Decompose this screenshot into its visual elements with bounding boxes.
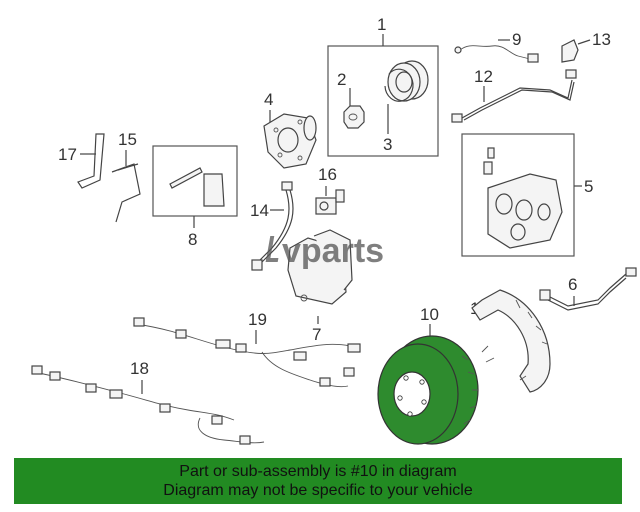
callout-17: 17	[58, 145, 77, 164]
vparts-watermark: vparts	[265, 232, 384, 271]
callout-14: 14	[250, 201, 269, 220]
callout-8: 8	[188, 230, 197, 249]
pad-pin	[169, 167, 203, 189]
callout-18: 18	[130, 359, 149, 378]
dust-shield	[471, 289, 551, 393]
callout-1: 1	[377, 15, 386, 34]
vparts-logo-mark	[265, 236, 283, 262]
banner-line-1: Part or sub-assembly is #10 in diagram	[179, 463, 457, 480]
snap-ring	[384, 68, 414, 102]
hub-nut	[343, 105, 365, 129]
brake-parts-diagram: 1 3 2 4 9 13 12 5	[31, 15, 637, 445]
sensor-harness-b	[33, 371, 265, 444]
callout-10: 10	[420, 305, 439, 324]
speed-sensor	[315, 189, 345, 215]
anti-rattle-clip-a	[111, 163, 141, 223]
brake-line	[461, 79, 573, 119]
pad-spring	[203, 173, 225, 207]
brake-hose	[257, 189, 290, 263]
bleeder-screw	[483, 147, 495, 175]
brake-rotor	[377, 335, 479, 445]
callout-16: 16	[318, 165, 337, 184]
callout-2: 2	[337, 70, 346, 89]
callout-12: 12	[474, 67, 493, 86]
brake-line-fitting	[451, 113, 463, 123]
banner-line-2: Diagram may not be specific to your vehi…	[163, 482, 473, 499]
harness-b-connectors	[31, 365, 251, 445]
info-banner: Part or sub-assembly is #10 in diagram D…	[14, 458, 622, 504]
callout-9: 9	[512, 30, 521, 49]
callout-6: 6	[568, 275, 577, 294]
brake-pads	[287, 229, 353, 305]
callout-7: 7	[312, 325, 321, 344]
harness-a-connectors	[133, 317, 361, 387]
wear-sensor-plug	[527, 53, 539, 63]
callout-15: 15	[118, 130, 137, 149]
wheel-bearing	[387, 60, 429, 102]
callout-3: 3	[383, 135, 392, 154]
callout-13: 13	[592, 30, 611, 49]
anti-rattle-clip-b	[77, 133, 105, 189]
brake-caliper	[487, 173, 563, 249]
bracket-clip	[561, 39, 579, 63]
wheel-hub	[263, 113, 317, 169]
callout-19: 19	[248, 310, 267, 329]
brake-line-rear	[547, 273, 627, 307]
wear-sensor-wire	[459, 45, 535, 61]
callout-4: 4	[264, 90, 273, 109]
callout-5: 5	[584, 177, 593, 196]
